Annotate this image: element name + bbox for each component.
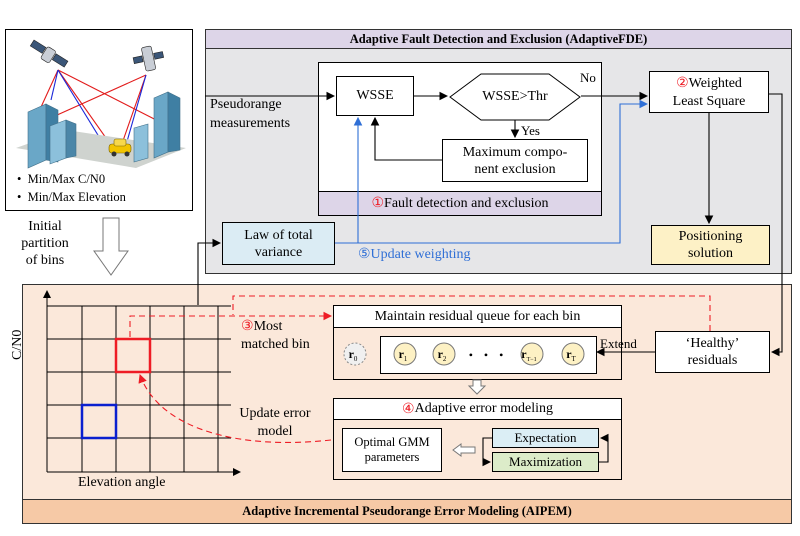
svg-text:r1: r1: [399, 347, 408, 363]
residual-queue-title: Maintain residual queue for each bin: [333, 305, 622, 328]
aipem-title: Adaptive Incremental Pseudorange Error M…: [22, 499, 792, 524]
healthy-residuals-box: ‘Healthy’ residuals: [655, 331, 770, 373]
residual-rT: [561, 342, 585, 366]
expectation-box: Expectation: [492, 428, 599, 448]
wsse-box: WSSE: [336, 76, 414, 116]
grid-ylabel: C/N0: [10, 329, 25, 360]
satellite-icon: [132, 45, 165, 72]
scenario-panel: • Min/Max C/N0 • Min/Max Elevation: [5, 29, 193, 211]
building-icon: [133, 91, 181, 163]
weighted-least-square-box: ②Weighted Least Square: [649, 71, 769, 113]
gmm-parameters-box: Optimal GMM parameters: [342, 428, 442, 472]
other-bin-cell: [80, 403, 118, 440]
satellite-scene-illustration: [16, 39, 186, 169]
bin-grid: [43, 290, 241, 476]
update-error-model-label: Update error model: [239, 406, 311, 439]
yes-label: Yes: [521, 123, 540, 138]
left-hollow-arrow-icon: [452, 443, 476, 457]
residual-r2: [432, 342, 456, 366]
bullet-cn0: • Min/Max C/N0: [17, 172, 106, 186]
pseudorange-label: Pseudorange measurements: [210, 97, 291, 131]
law-total-variance-box: Law of total variance: [222, 222, 335, 265]
svg-text:rT: rT: [566, 347, 576, 363]
bullet-elevation: • Min/Max Elevation: [17, 190, 126, 204]
satellite-icon: [29, 39, 69, 68]
no-label: No: [580, 70, 596, 85]
partition-arrow-icon: [93, 217, 129, 276]
positioning-solution-box: Positioning solution: [651, 225, 770, 265]
svg-text:rT−1: rT−1: [521, 347, 536, 363]
max-component-exclusion-box: Maximum compo- nent exclusion: [442, 139, 588, 182]
partition-label: Initial partition of bins: [21, 219, 69, 268]
fde-title: Adaptive Fault Detection and Exclusion (…: [205, 29, 792, 49]
queue-ellipsis: • • •: [469, 348, 508, 362]
extend-label: Extend: [600, 336, 637, 351]
svg-text:r0: r0: [349, 347, 358, 363]
update-weighting-label: ⑤Update weighting: [358, 247, 471, 262]
maximization-box: Maximization: [492, 452, 599, 472]
threshold-decision-label: WSSE>Thr: [482, 89, 548, 104]
car-icon: [108, 138, 132, 157]
residual-queue-items: r0 r1 r2 rT−1 rT • • •: [343, 342, 585, 366]
svg-text:r2: r2: [438, 347, 447, 363]
residual-rT-1: [520, 342, 544, 366]
building-icon: [27, 103, 77, 169]
residual-r1: [393, 342, 417, 366]
residual-r0: [343, 342, 367, 366]
grid-xlabel: Elevation angle: [78, 475, 166, 490]
matched-bin-cell: [114, 337, 152, 374]
most-matched-bin-label: ③Most matched bin: [241, 319, 310, 352]
